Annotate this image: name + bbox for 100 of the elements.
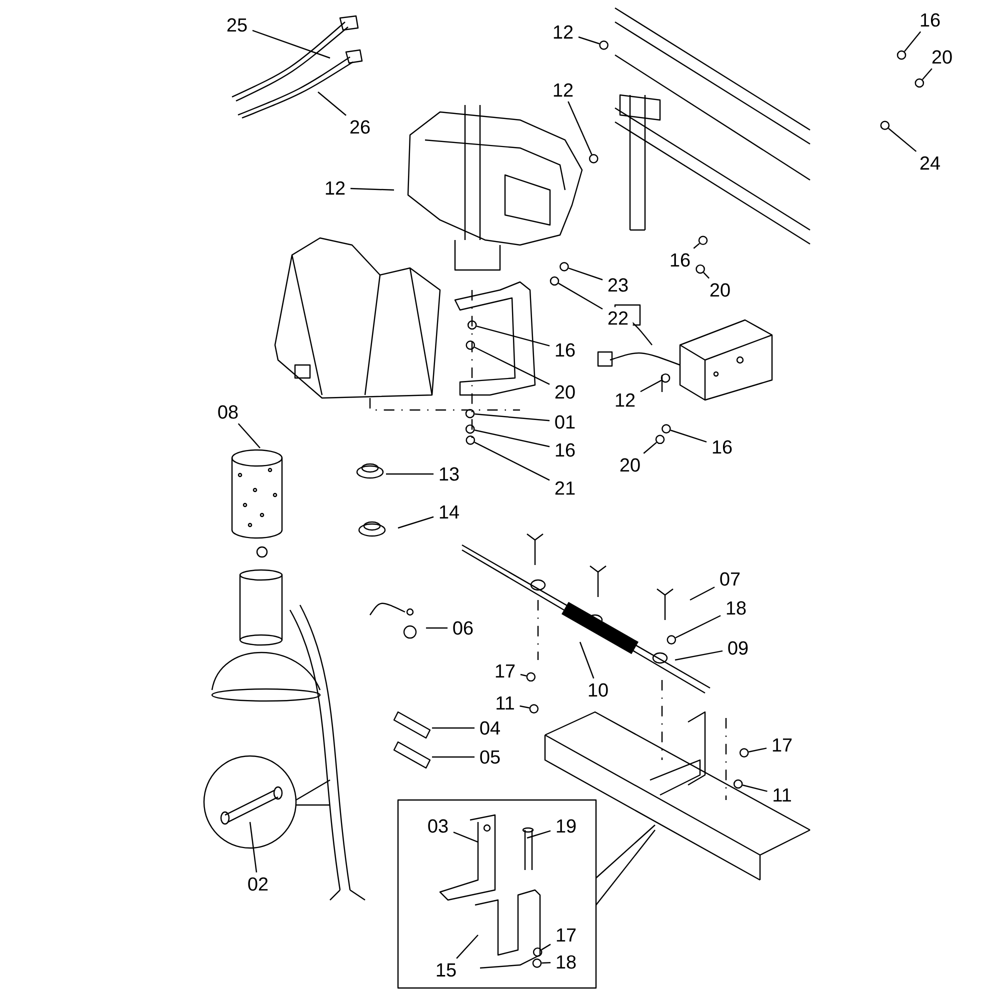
leader-line <box>568 101 592 155</box>
callout-number: 20 <box>927 46 957 68</box>
leader-line <box>249 822 258 872</box>
callout-number: 16 <box>550 439 580 461</box>
washer-drawing <box>466 340 476 350</box>
leader-line <box>318 92 346 116</box>
leader-line <box>541 944 551 950</box>
callout-number: 20 <box>550 381 580 403</box>
callout-number: 03 <box>423 815 453 837</box>
callout-number: 01 <box>550 411 580 433</box>
leader-line <box>476 326 550 346</box>
callout-number: 04 <box>475 717 505 739</box>
washer-drawing <box>465 424 475 434</box>
callout-number: 17 <box>490 660 520 682</box>
callout-number: 18 <box>551 951 581 973</box>
callout-number: 23 <box>603 274 633 296</box>
callout-number: 11 <box>768 784 796 806</box>
callout-number: 10 <box>583 679 613 701</box>
leader-line <box>670 430 707 443</box>
washer-drawing <box>560 262 569 272</box>
leader-line <box>693 242 700 249</box>
washer-drawing <box>660 373 670 383</box>
callout-number: 12 <box>548 79 578 101</box>
callout-number: 21 <box>550 477 580 499</box>
callout-number: 11 <box>490 692 520 714</box>
washer-drawing <box>465 408 475 418</box>
leader-line <box>640 380 662 392</box>
washer-drawing <box>662 424 671 434</box>
callout-number: 18 <box>721 597 751 619</box>
washer-drawing <box>666 635 676 644</box>
callout-number: 05 <box>475 746 505 768</box>
leader-line <box>453 832 478 843</box>
callout-number: 16 <box>550 339 580 361</box>
leader-line <box>904 31 922 52</box>
washer-drawing <box>467 320 477 330</box>
washer-drawing <box>739 748 749 758</box>
leader-line <box>748 748 767 752</box>
callout-number: 12 <box>548 21 578 43</box>
washer-drawing <box>588 154 598 164</box>
callout-number: 15 <box>431 959 461 981</box>
leader-line <box>426 627 448 629</box>
callout-number: 20 <box>615 454 645 476</box>
callout-number: 24 <box>915 152 945 174</box>
leader-line <box>398 516 434 529</box>
washer-drawing <box>529 704 539 714</box>
callout-number: 17 <box>551 924 581 946</box>
leader-line <box>690 586 715 601</box>
leader-line <box>526 830 551 839</box>
washer-drawing <box>599 40 608 50</box>
callout-number: 16 <box>707 436 737 458</box>
leader-line <box>703 272 710 279</box>
leader-line <box>520 674 527 676</box>
leader-line <box>238 423 260 448</box>
callout-number: 06 <box>448 617 478 639</box>
callout-number: 14 <box>434 501 464 523</box>
washer-drawing <box>733 779 743 789</box>
washer-drawing <box>532 958 542 968</box>
washer-drawing <box>532 947 542 957</box>
leader-line <box>386 473 434 475</box>
callout-number: 26 <box>345 116 375 138</box>
leader-line <box>432 756 475 758</box>
leader-line <box>579 642 594 679</box>
leader-line <box>432 727 475 729</box>
washer-drawing <box>880 120 890 130</box>
leader-line <box>922 68 932 80</box>
callout-number: 12 <box>320 177 350 199</box>
callout-number: 02 <box>243 873 273 895</box>
washer-drawing <box>896 50 906 60</box>
leader-line <box>474 346 550 385</box>
callout-number: 09 <box>723 637 753 659</box>
washer-drawing <box>914 78 924 88</box>
callout-number: 16 <box>915 9 945 31</box>
washer-drawing <box>655 434 665 444</box>
washer-drawing <box>466 436 476 445</box>
leader-line <box>252 30 330 59</box>
leader-line <box>456 934 478 959</box>
washer-drawing <box>698 236 708 246</box>
leader-line <box>542 962 551 964</box>
callout-number: 20 <box>705 279 735 301</box>
leader-line <box>474 442 550 481</box>
washer-drawing <box>696 264 705 274</box>
washer-drawing <box>550 276 560 286</box>
callout-number: 19 <box>551 815 581 837</box>
leader-line <box>888 128 917 152</box>
callout-number: 07 <box>715 568 745 590</box>
leader-line <box>520 705 530 708</box>
leader-line <box>474 413 550 422</box>
leader-line <box>643 442 657 454</box>
callout-number: 08 <box>213 401 243 423</box>
leader-line <box>742 784 768 792</box>
callout-number: 13 <box>434 463 464 485</box>
leader-line <box>350 188 394 191</box>
callout-number: 22 <box>603 307 633 329</box>
washer-drawing <box>526 672 536 682</box>
callout-number: 25 <box>222 14 252 36</box>
callout-number: 12 <box>610 389 640 411</box>
leader-line <box>474 430 550 448</box>
callout-number: 17 <box>767 734 797 756</box>
leader-line <box>558 282 603 310</box>
leader-line <box>675 615 721 638</box>
